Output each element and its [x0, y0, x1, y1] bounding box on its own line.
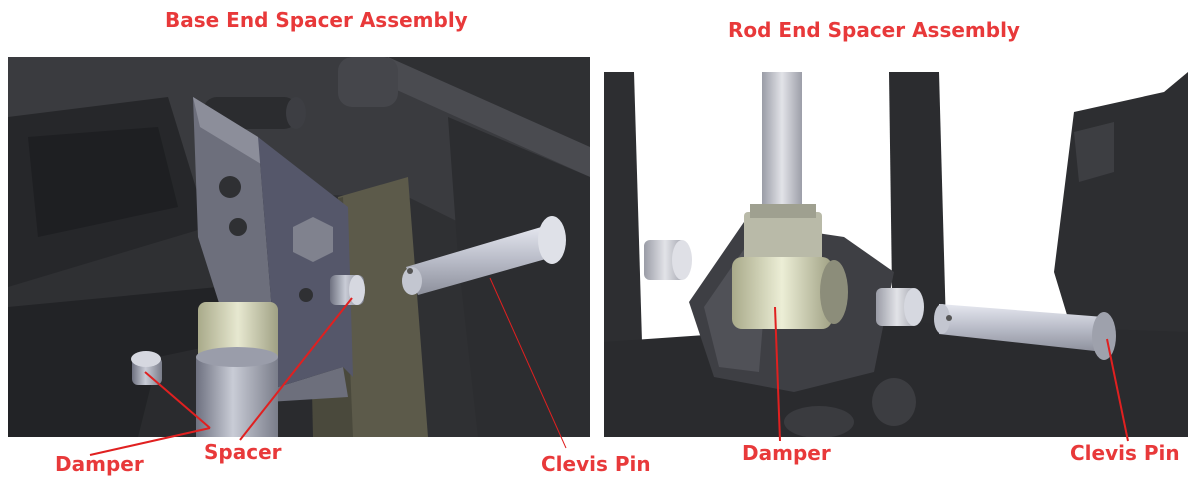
label-clevis-pin-left: Clevis Pin — [541, 452, 651, 476]
label-damper-left: Damper — [55, 452, 144, 476]
left-title: Base End Spacer Assembly — [165, 8, 468, 32]
rod-end-render — [604, 72, 1188, 437]
label-spacer-left: Spacer — [204, 440, 282, 464]
base-end-render — [8, 57, 590, 437]
label-clevis-pin-right: Clevis Pin — [1070, 441, 1180, 465]
label-damper-right: Damper — [742, 441, 831, 465]
right-title: Rod End Spacer Assembly — [728, 18, 1020, 42]
